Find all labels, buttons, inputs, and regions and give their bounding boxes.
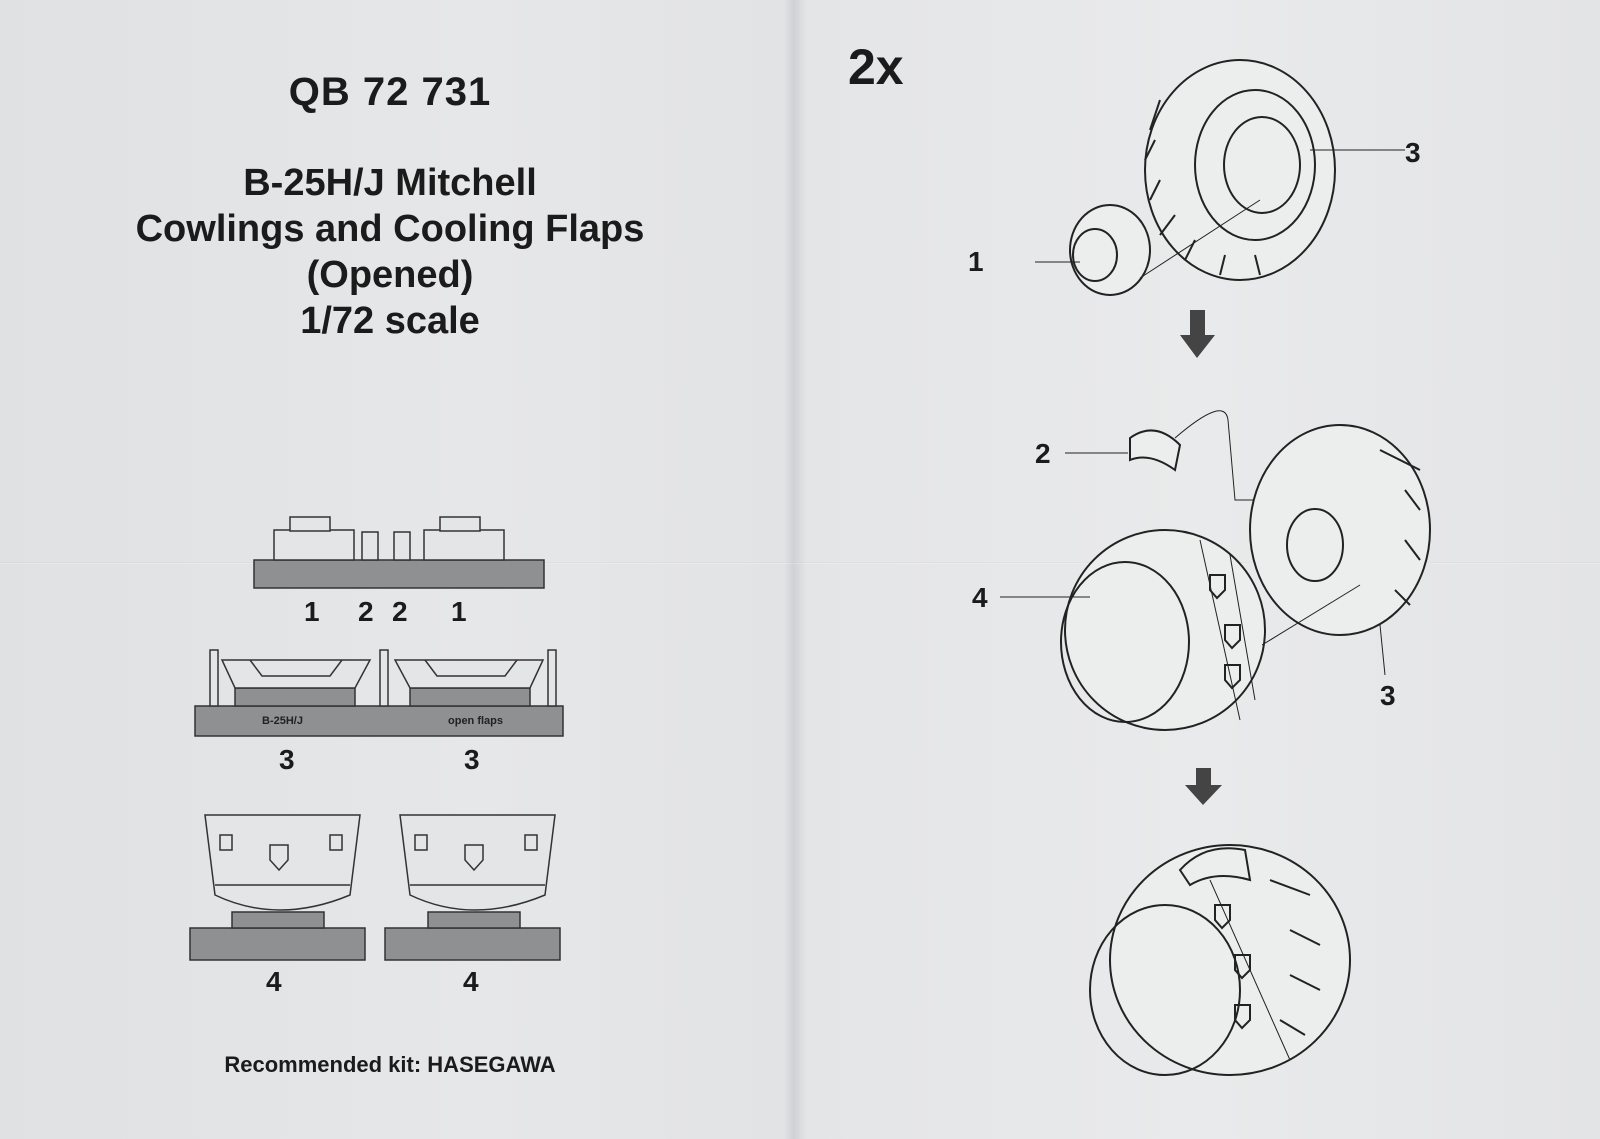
sprue-2-label-1: 3	[279, 744, 295, 775]
arrow-down-1	[1180, 310, 1215, 358]
title-line-2: Cowlings and Cooling Flaps	[135, 208, 645, 250]
sprue-1-label-3: 2	[392, 596, 408, 627]
callout-2: 2	[1035, 438, 1051, 469]
callout-3-bottom: 3	[1380, 680, 1396, 711]
title-line-3: (Opened)	[306, 254, 474, 296]
sprue-1-label-4: 1	[451, 596, 467, 627]
quantity-multiplier: 2x	[848, 39, 904, 95]
arrow-down-2	[1185, 768, 1222, 805]
callout-4: 4	[972, 582, 988, 613]
sprue-3-label-2: 4	[463, 966, 479, 997]
recommended-kit: Recommended kit: HASEGAWA	[224, 1052, 556, 1077]
title-line-4: 1/72 scale	[300, 300, 480, 342]
product-code: QB 72 731	[288, 70, 492, 114]
paper-fold	[0, 562, 1600, 564]
sprue-2-text-2: open flaps	[448, 715, 504, 727]
sprue-2-text-1: B-25H/J	[262, 715, 303, 727]
callout-3-top: 3	[1405, 137, 1421, 168]
sprue-3-label-1: 4	[266, 966, 282, 997]
assembly-final	[1089, 844, 1351, 1076]
sprue-1	[253, 516, 545, 589]
title-line-1: B-25H/J Mitchell	[243, 162, 537, 204]
sprue-2	[194, 649, 564, 737]
callout-1: 1	[968, 246, 984, 277]
sprue-1-label-2: 2	[358, 596, 374, 627]
assembly-step-1	[1035, 59, 1405, 296]
sprue-1-label-1: 1	[304, 596, 320, 627]
sprue-2-label-2: 3	[464, 744, 480, 775]
sprue-3	[189, 814, 561, 961]
assembly-step-2	[1000, 410, 1431, 731]
